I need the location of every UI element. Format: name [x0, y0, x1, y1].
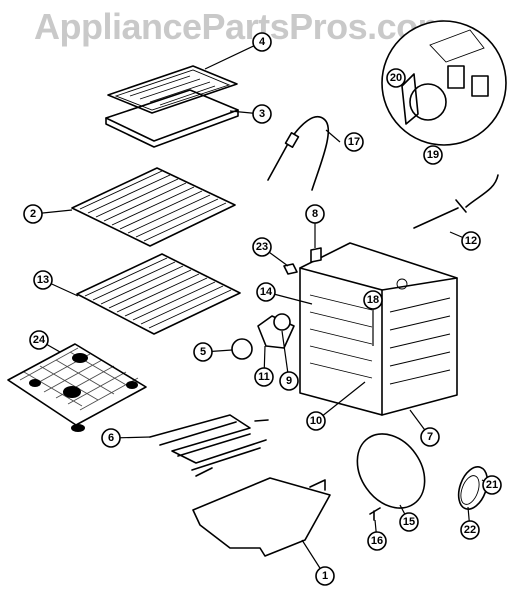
- callout-10: 10: [306, 411, 326, 431]
- svg-text:17: 17: [348, 136, 360, 148]
- svg-text:10: 10: [310, 415, 322, 427]
- callout-23: 23: [252, 237, 272, 257]
- svg-text:4: 4: [259, 36, 266, 48]
- callout-5: 5: [193, 342, 213, 362]
- svg-text:23: 23: [256, 241, 268, 253]
- callout-4: 4: [252, 32, 272, 52]
- convection-fan-inset[interactable]: [381, 20, 507, 146]
- svg-text:18: 18: [367, 294, 379, 306]
- light-lens[interactable]: [453, 463, 492, 513]
- svg-text:22: 22: [464, 524, 476, 536]
- svg-text:21: 21: [486, 479, 498, 491]
- svg-text:16: 16: [371, 535, 383, 547]
- oven-rack-upper[interactable]: [71, 167, 236, 247]
- callout-1: 1: [315, 566, 335, 586]
- svg-text:11: 11: [258, 371, 270, 383]
- fan-cover[interactable]: [343, 421, 438, 521]
- svg-text:8: 8: [312, 208, 318, 220]
- oven-cavity[interactable]: [299, 242, 458, 416]
- callout-3: 3: [252, 104, 272, 124]
- broil-element[interactable]: [149, 414, 269, 477]
- callout-16: 16: [367, 531, 387, 551]
- clip[interactable]: [283, 263, 298, 275]
- callout-7: 7: [420, 427, 440, 447]
- oven-rack-lower[interactable]: [76, 253, 241, 335]
- screw[interactable]: [369, 507, 381, 521]
- broiler-pan[interactable]: [105, 89, 239, 148]
- svg-text:15: 15: [403, 516, 415, 528]
- svg-text:9: 9: [286, 375, 292, 387]
- svg-text:5: 5: [200, 346, 206, 358]
- callout-11: 11: [254, 367, 274, 387]
- callout-14: 14: [256, 282, 276, 302]
- watermark-logo: AppliancePartsPros.com: [34, 6, 450, 47]
- svg-text:1: 1: [322, 570, 328, 582]
- svg-text:24: 24: [33, 334, 46, 346]
- callout-22: 22: [460, 520, 480, 540]
- callout-17: 17: [344, 132, 364, 152]
- svg-text:19: 19: [427, 149, 439, 161]
- light-assembly[interactable]: [231, 313, 295, 360]
- meat-probe[interactable]: [267, 116, 330, 191]
- svg-text:6: 6: [108, 432, 114, 444]
- callout-13: 13: [33, 270, 53, 290]
- callout-6: 6: [101, 428, 121, 448]
- callout-19: 19: [423, 145, 443, 165]
- broiler-pan-insert[interactable]: [107, 65, 238, 114]
- svg-text:2: 2: [30, 208, 36, 220]
- lamp-cover[interactable]: [310, 247, 322, 263]
- callout-18: 18: [363, 290, 383, 310]
- callout-24: 24: [29, 330, 49, 350]
- svg-text:3: 3: [259, 108, 265, 120]
- insulation-pad[interactable]: [7, 343, 147, 432]
- svg-text:12: 12: [465, 235, 477, 247]
- svg-text:7: 7: [427, 431, 433, 443]
- svg-text:13: 13: [37, 274, 49, 286]
- temperature-sensor[interactable]: [413, 174, 499, 229]
- callout-2: 2: [23, 204, 43, 224]
- callout-12: 12: [461, 231, 481, 251]
- callout-9: 9: [279, 371, 299, 391]
- svg-text:20: 20: [390, 72, 402, 84]
- callout-8: 8: [305, 204, 325, 224]
- callout-21: 21: [482, 475, 502, 495]
- svg-text:14: 14: [260, 286, 273, 298]
- callout-20: 20: [386, 68, 406, 88]
- callout-15: 15: [399, 512, 419, 532]
- bake-element[interactable]: [192, 477, 331, 557]
